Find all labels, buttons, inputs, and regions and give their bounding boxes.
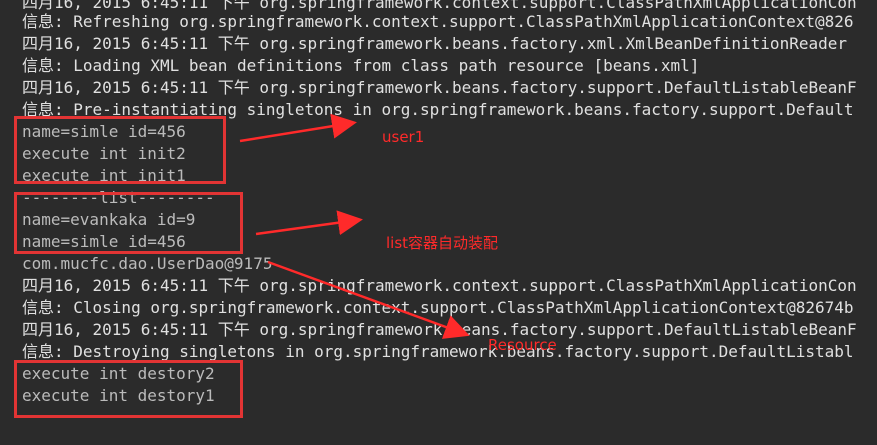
console-line: execute int init2 [22, 144, 186, 163]
console-line: execute int destory2 [22, 364, 215, 383]
console-line: execute int destory1 [22, 386, 215, 405]
highlight-box-user1 [14, 116, 226, 184]
console-line: execute int init1 [22, 166, 186, 185]
console-line: 四月16, 2015 6:45:11 下午 org.springframewor… [22, 320, 857, 339]
highlight-box-list [14, 192, 243, 254]
console-line: name=simle id=456 [22, 232, 186, 251]
annotation-list-autowire: list容器自动装配 [386, 234, 499, 252]
console-line: 信息: Refreshing org.springframework.conte… [22, 12, 854, 31]
console-line: com.mucfc.dao.UserDao@9175 [22, 254, 273, 273]
console-line: name=simle id=456 [22, 122, 186, 141]
console-line: 四月16, 2015 6:45:11 下午 org.springframewor… [22, 276, 857, 295]
console-line: 信息: Closing org.springframework.context.… [22, 298, 854, 317]
console-line: name=evankaka id=9 [22, 210, 196, 229]
console-line: 信息: Loading XML bean definitions from cl… [22, 56, 700, 75]
console-line: 四月16, 2015 6:45:11 下午 org.springframewor… [22, 78, 857, 97]
console-line: 四月16, 2015 6:45:11 下午 org.springframewor… [22, 0, 857, 12]
arrow-resource [267, 260, 470, 339]
arrow-list [255, 210, 363, 236]
annotation-user1: user1 [382, 128, 425, 146]
highlight-box-destroy [14, 360, 243, 418]
annotation-resource: Resource [488, 336, 557, 354]
console-line: 信息: Pre-instantiating singletons in org.… [22, 100, 854, 119]
arrow-user1 [239, 113, 357, 143]
console-line: 四月16, 2015 6:45:11 下午 org.springframewor… [22, 34, 847, 53]
console-line: 信息: Destroying singletons in org.springf… [22, 342, 854, 361]
